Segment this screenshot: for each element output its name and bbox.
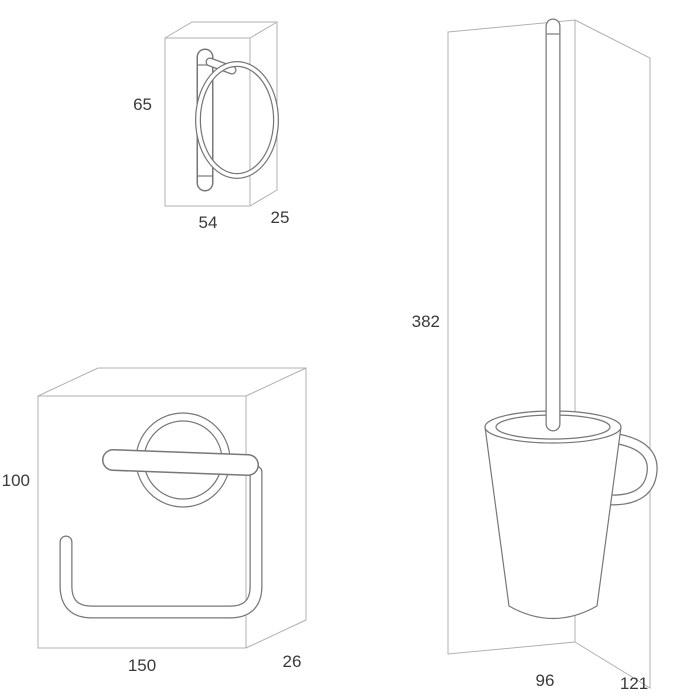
- wall-bracket-fill: [607, 433, 657, 505]
- brush-holder-depth-label: 121: [620, 674, 648, 693]
- paper-rail-fill: [60, 466, 262, 618]
- toilet-roll-holder-drawing: 100 150 26: [2, 367, 307, 675]
- wire-loop-fill: [196, 62, 278, 178]
- wall-right-face: [574, 19, 651, 689]
- wall-panel-outline: [164, 21, 278, 207]
- spare-roll-height-label: 65: [133, 95, 152, 114]
- cup-body-fill: [485, 427, 621, 619]
- wall-panel-outline: [37, 367, 307, 649]
- cup-body-outline: [484, 426, 622, 620]
- toilet-brush-holder-drawing: 382 96 121: [412, 18, 658, 693]
- wall-panel-edges: [165, 21, 278, 206]
- wall-panel-edges: [38, 367, 307, 648]
- roll-holder-depth-label: 26: [283, 652, 302, 671]
- spare-roll-width-label: 54: [199, 213, 218, 232]
- spare-roll-depth-label: 25: [271, 208, 290, 227]
- roll-holder-height-label: 100: [2, 471, 30, 490]
- brush-holder-width-label: 96: [536, 671, 555, 690]
- spare-roll-holder-drawing: 65 54 25: [133, 21, 290, 232]
- roll-holder-width-label: 150: [128, 656, 156, 675]
- pivot-arm-fill: [103, 450, 258, 475]
- brush-holder-height-label: 382: [412, 312, 440, 331]
